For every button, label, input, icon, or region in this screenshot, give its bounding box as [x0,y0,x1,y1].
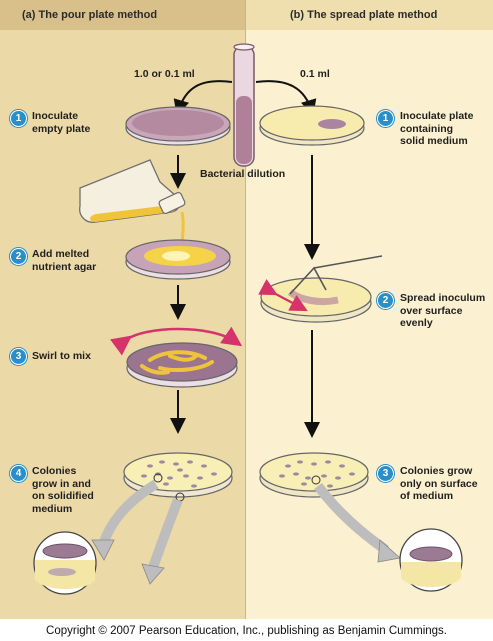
right-step-2-badge: 2 [377,292,394,309]
left-step-2-badge: 2 [10,248,27,265]
right-step-1-text: Inoculate plate containing solid medium [400,110,474,148]
diagram-artwork [33,43,463,595]
pour-volume-label: 1.0 or 0.1 ml [134,68,195,80]
right-step-3-line2: only on surface [400,477,478,490]
pour-plate-2 [125,239,231,280]
swirl-arrow [110,326,243,356]
panel-divider [245,0,246,619]
left-step-4-line4: medium [32,502,73,515]
right-step-1-line1: Inoculate plate [400,110,474,122]
arrow-to-pour-plate [173,80,233,116]
left-step-4-line1: Colonies [32,465,77,477]
spread-plate-1 [259,105,365,146]
left-step-2-line2: nutrient agar [32,260,97,273]
left-step-4-line3: on solidified [32,490,94,502]
left-step-4-badge: 4 [10,465,27,482]
pour-plate-1 [125,106,231,146]
left-step-4-text: Colonies grow in and on solidified mediu… [32,465,94,515]
right-step-1-line2: containing [400,122,454,135]
left-step-3-text: Swirl to mix [32,350,91,362]
left-step-1-text: Inoculate empty plate [32,110,90,135]
right-step-1-badge: 1 [377,110,394,127]
spread-volume-label: 0.1 ml [300,68,330,80]
right-step-3-text: Colonies grow only on surface of medium [400,465,478,503]
left-step-3-badge: 3 [10,348,27,365]
zoom-arrow-right [314,482,389,555]
left-step-2-text: Add melted nutrient agar [32,248,96,273]
left-step-2-line1: Add melted [32,248,90,260]
zoom-arrow-left-b [147,498,183,572]
right-step-2-line3: evenly [400,317,433,329]
spread-plate-panel: (b) The spread plate method [246,0,493,619]
left-step-1-line2: empty plate [32,122,91,135]
flask-icon [79,159,186,245]
left-step-1-line1: Inoculate [32,110,79,122]
pour-plate-zoom [33,531,97,595]
right-step-3-line1: Colonies grow [400,465,473,477]
right-step-2-line2: over surface [400,304,463,317]
right-step-3-line3: of medium [400,490,454,502]
right-step-1-line3: solid medium [400,135,468,147]
right-step-2-line1: Spread inoculum [400,292,486,304]
spread-plate-3 [259,452,369,498]
spread-plate-2 [258,255,383,323]
left-step-4-line2: grow in and [32,477,91,490]
pour-plate-3 [110,326,243,388]
right-step-3-badge: 3 [377,465,394,482]
right-step-2-text: Spread inoculum over surface evenly [400,292,485,330]
spread-plate-zoom [399,528,463,592]
spread-plate-title: (b) The spread plate method [246,0,493,30]
zoom-arrow-left-a [97,479,159,550]
test-tube-icon [233,43,255,167]
left-step-1-badge: 1 [10,110,27,127]
copyright-notice: Copyright © 2007 Pearson Education, Inc.… [46,625,447,637]
pour-plate-title: (a) The pour plate method [0,0,245,30]
bacterial-dilution-label: Bacterial dilution [200,168,286,180]
